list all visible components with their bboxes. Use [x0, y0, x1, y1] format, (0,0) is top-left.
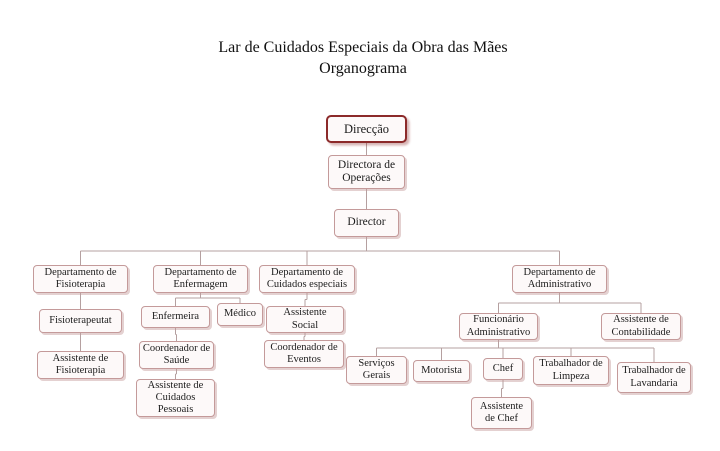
org-node-director: Director [334, 209, 399, 237]
org-node-direccao: Direcção [326, 115, 407, 143]
org-node-medico: Médico [217, 303, 263, 326]
org-node-trabalhador-lavandaria: Trabalhador de Lavandaria [617, 362, 691, 393]
chart-title-line1: Lar de Cuidados Especiais da Obra das Mã… [218, 39, 508, 56]
org-node-dep-enfermagem: Departamento de Enfermagem [153, 265, 248, 293]
org-node-enfermeira: Enfermeira [141, 306, 210, 328]
org-node-dep-fisioterapia: Departamento de Fisioterapia [33, 265, 128, 293]
org-node-coordenador-saude: Coordenador de Saúde [139, 341, 214, 369]
org-node-coordenador-eventos: Coordenador de Eventos [264, 340, 344, 368]
org-node-chef: Chef [483, 358, 523, 380]
org-node-trabalhador-limpeza: Trabalhador de Limpeza [533, 356, 609, 385]
org-node-fisioterapeutat: Fisioterapeutat [39, 309, 122, 333]
org-node-assistente-social: Assistente Social [266, 306, 344, 333]
org-node-directora-operacoes: Directora de Operações [328, 155, 405, 189]
org-node-motorista: Motorista [413, 360, 470, 382]
org-node-assistente-chef: Assistente de Chef [471, 397, 532, 429]
org-node-funcionario-administrativo: Funcionário Administrativo [459, 313, 538, 340]
org-node-dep-cuidados-especiais: Departamento de Cuidados especiais [259, 265, 355, 293]
chart-title-line2: Organograma [319, 60, 407, 78]
org-node-servicos-gerais: Serviços Gerais [346, 356, 407, 384]
chart-title: Lar de Cuidados Especiais da Obra das Mã… [0, 37, 720, 79]
org-node-assistente-cuidados-pessoais: Assistente de Cuidados Pessoais [136, 379, 215, 417]
org-node-dep-administrativo: Departamento de Administrativo [512, 265, 607, 293]
org-node-assistente-contabilidade: Assistente de Contabilidade [601, 313, 681, 340]
org-node-assistente-fisioterapia: Assistente de Fisioterapia [37, 351, 124, 379]
